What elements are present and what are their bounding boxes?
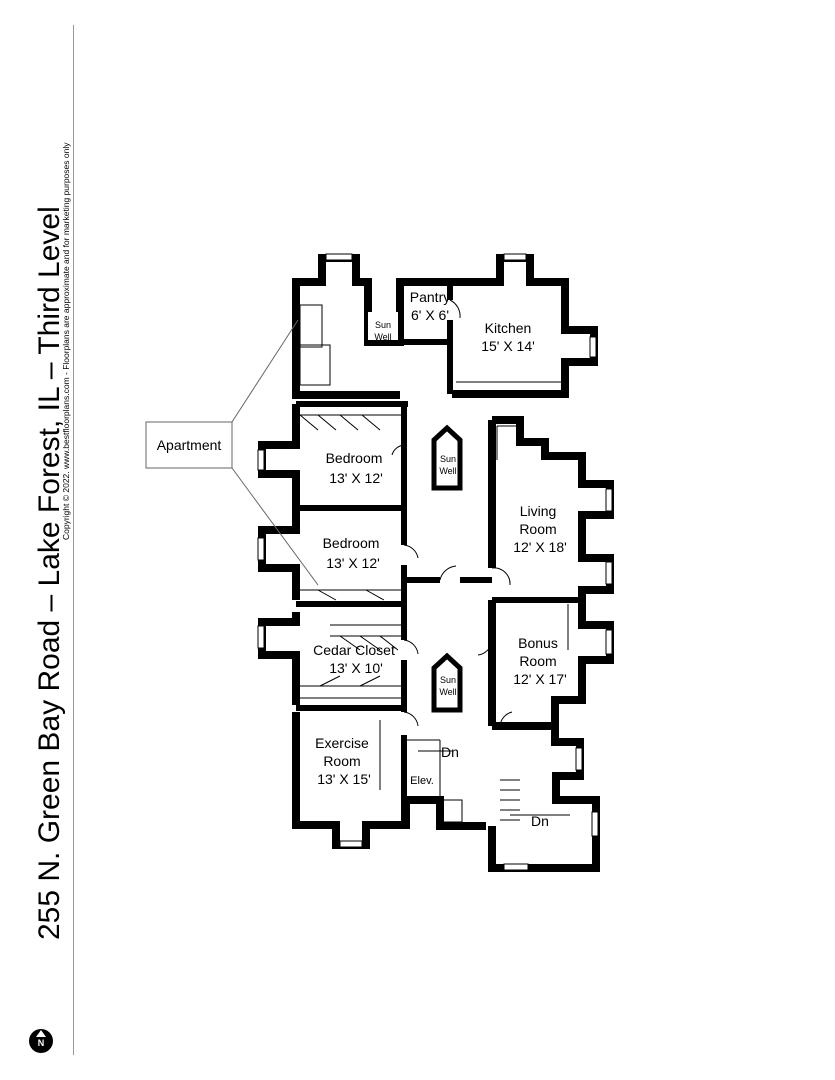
margin-rule [73, 25, 74, 1055]
bedroom1-dims: 13' X 12' [329, 470, 383, 486]
sun-well-mid-line1: Sun [440, 454, 456, 464]
exterior-walls [258, 254, 614, 872]
cedar-name: Cedar Closet [313, 642, 395, 658]
sun-well-low-line2: Well [439, 687, 456, 697]
pantry-name: Pantry [410, 289, 450, 305]
fixture-details [299, 299, 570, 823]
callout-label: Apartment [157, 437, 222, 453]
kitchen-name: Kitchen [485, 320, 532, 336]
living-line2: Room [519, 521, 556, 537]
exercise-line1: Exercise [315, 735, 369, 751]
stair-dn-label-1: Dn [441, 744, 459, 760]
bonus-line2: Room [519, 653, 556, 669]
svg-text:N: N [38, 1038, 45, 1048]
bonus-line1: Bonus [518, 635, 558, 651]
sun-well-top-line2: Well [374, 332, 391, 342]
apartment-callout: Apartment [145, 319, 319, 586]
bonus-dims: 12' X 17' [513, 671, 567, 687]
living-dims: 12' X 18' [513, 539, 567, 555]
sun-wells [368, 312, 463, 713]
room-labels: Pantry 6' X 6' Kitchen 15' X 14' Sun Wel… [313, 289, 567, 829]
sun-well-top-line1: Sun [375, 320, 391, 330]
stair-dn-label-2: Dn [531, 813, 549, 829]
sun-well-mid-line2: Well [439, 466, 456, 476]
exercise-line2: Room [323, 753, 360, 769]
windows [257, 253, 613, 871]
kitchen-dims: 15' X 14' [481, 338, 535, 354]
exercise-dims: 13' X 15' [317, 771, 371, 787]
elevator-label: Elev. [410, 775, 434, 787]
north-arrow-icon: N [29, 1029, 53, 1053]
bedroom2-dims: 13' X 12' [326, 555, 380, 571]
pantry-dims: 6' X 6' [411, 307, 449, 323]
bedroom2-name: Bedroom [323, 535, 380, 551]
sun-well-low-line1: Sun [440, 675, 456, 685]
cedar-dims: 13' X 10' [329, 660, 383, 676]
bedroom1-name: Bedroom [326, 450, 383, 466]
living-line1: Living [520, 503, 557, 519]
